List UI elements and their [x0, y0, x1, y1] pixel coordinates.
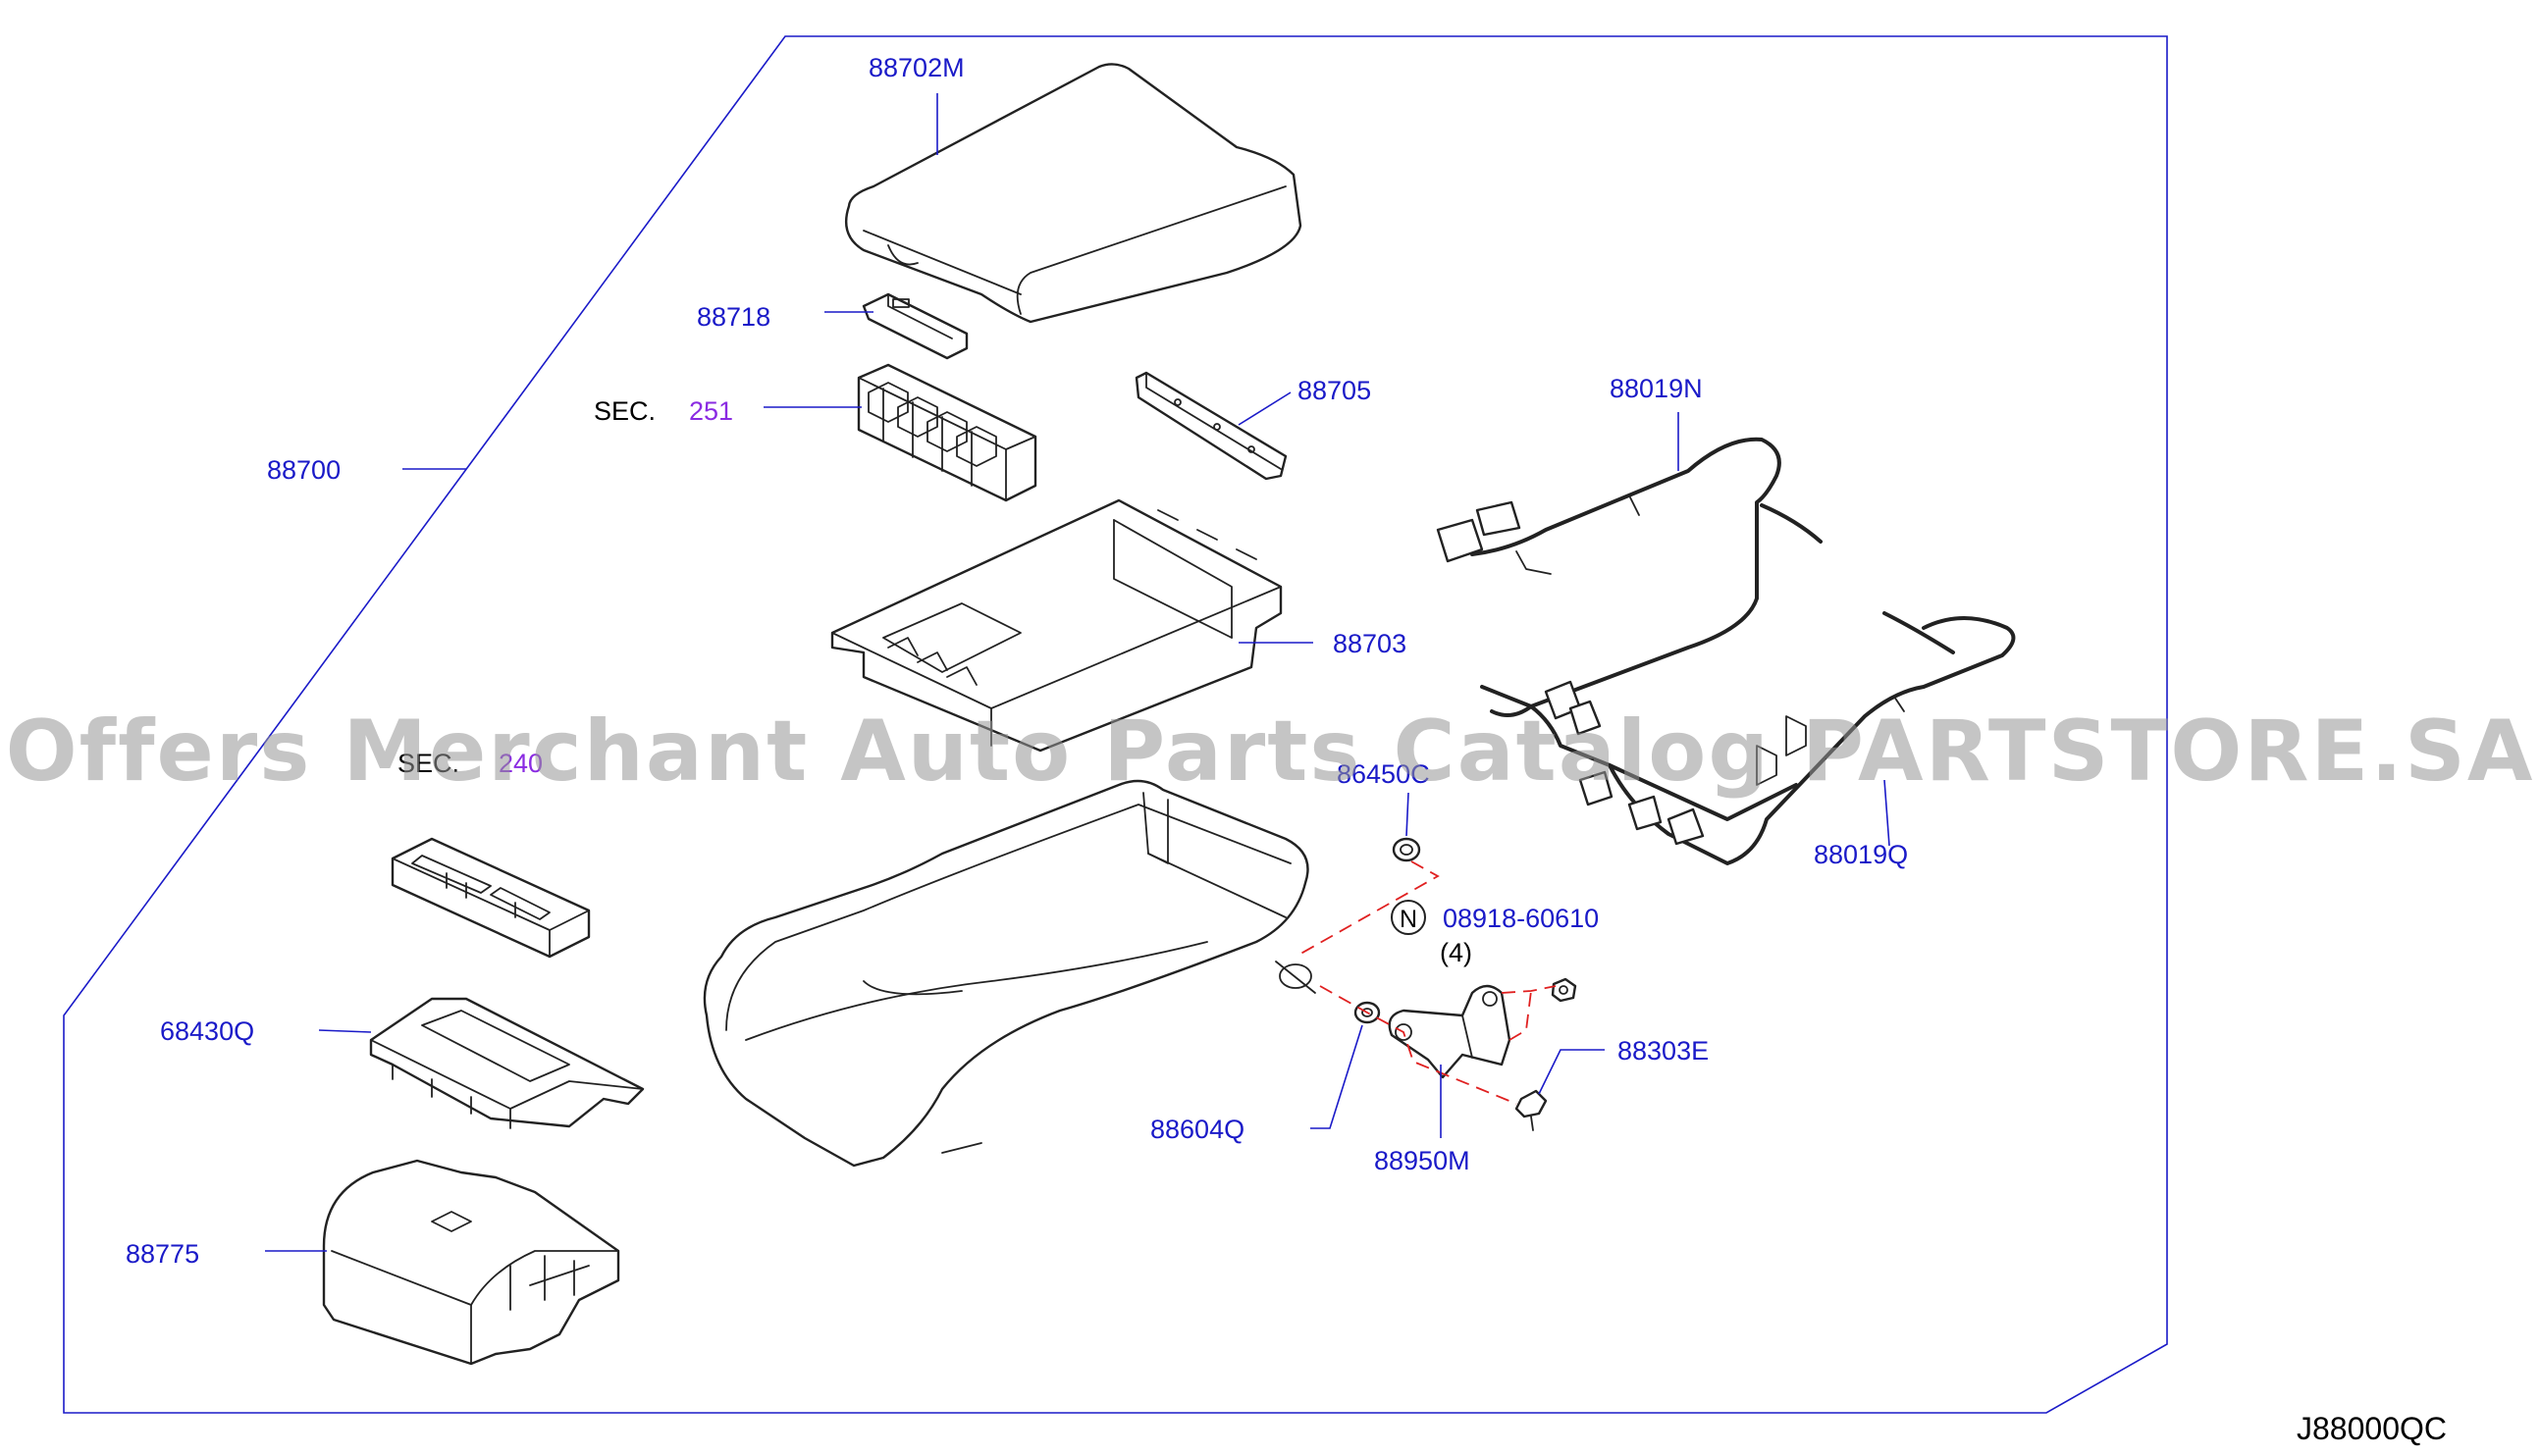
- sec-ref-240-prefix: SEC.: [397, 749, 459, 778]
- bolt-88303E[interactable]: [1514, 1089, 1548, 1131]
- label-88702M: 88702M: [869, 53, 965, 82]
- leader-lines: [265, 93, 1890, 1252]
- armrest-lid-88702M[interactable]: [844, 63, 1302, 324]
- switch-sec240[interactable]: [391, 837, 591, 959]
- console-box-88700[interactable]: [703, 779, 1316, 1168]
- tray-88703[interactable]: [830, 498, 1283, 753]
- switch-block-sec251[interactable]: [857, 363, 1037, 502]
- latch-88718[interactable]: [862, 292, 969, 360]
- assembly-line-bracket: [1508, 990, 1532, 1041]
- label-08918-60610: 08918-60610: [1443, 904, 1599, 933]
- grommet-86450C[interactable]: [1392, 837, 1421, 862]
- label-88703: 88703: [1333, 629, 1406, 658]
- label-88303E: 88303E: [1617, 1036, 1709, 1066]
- assembly-line-lower: [1319, 985, 1517, 1105]
- watermark: Offers Merchant Auto Parts Catalog PARTS…: [6, 702, 2535, 801]
- nut-n-symbol: N: [1391, 900, 1426, 935]
- label-88019N: 88019N: [1610, 374, 1703, 403]
- bracket-88950M[interactable]: [1388, 984, 1511, 1079]
- assembly-line-nut: [1501, 985, 1557, 994]
- sec-ref-240-number: 240: [499, 749, 543, 778]
- label-88700: 88700: [267, 455, 341, 485]
- sec-ref-251-number: 251: [689, 396, 733, 426]
- label-quantity: (4): [1440, 938, 1472, 967]
- diagram-code: J88000QC: [2297, 1411, 2447, 1446]
- nut-08918-60610[interactable]: [1551, 977, 1577, 1003]
- label-88705: 88705: [1297, 376, 1371, 405]
- label-88950M: 88950M: [1374, 1146, 1470, 1175]
- assembly-frame: [63, 35, 2168, 1414]
- wiring-harness-88019Q[interactable]: [1480, 611, 2016, 865]
- label-88718: 88718: [697, 302, 770, 332]
- svg-text:N: N: [1400, 906, 1417, 933]
- sec-ref-251-prefix: SEC.: [594, 396, 656, 426]
- label-88604Q: 88604Q: [1150, 1115, 1244, 1144]
- label-88019Q: 88019Q: [1814, 840, 1908, 869]
- label-88775: 88775: [126, 1239, 199, 1269]
- pocket-88775[interactable]: [322, 1159, 620, 1366]
- plate-88705[interactable]: [1135, 371, 1288, 481]
- assembly-line-upper: [1295, 860, 1440, 958]
- wiring-harness-88019N[interactable]: [1436, 437, 1823, 717]
- label-68430Q: 68430Q: [160, 1016, 254, 1046]
- bezel-68430Q[interactable]: [369, 997, 645, 1129]
- label-86450C: 86450C: [1337, 759, 1430, 789]
